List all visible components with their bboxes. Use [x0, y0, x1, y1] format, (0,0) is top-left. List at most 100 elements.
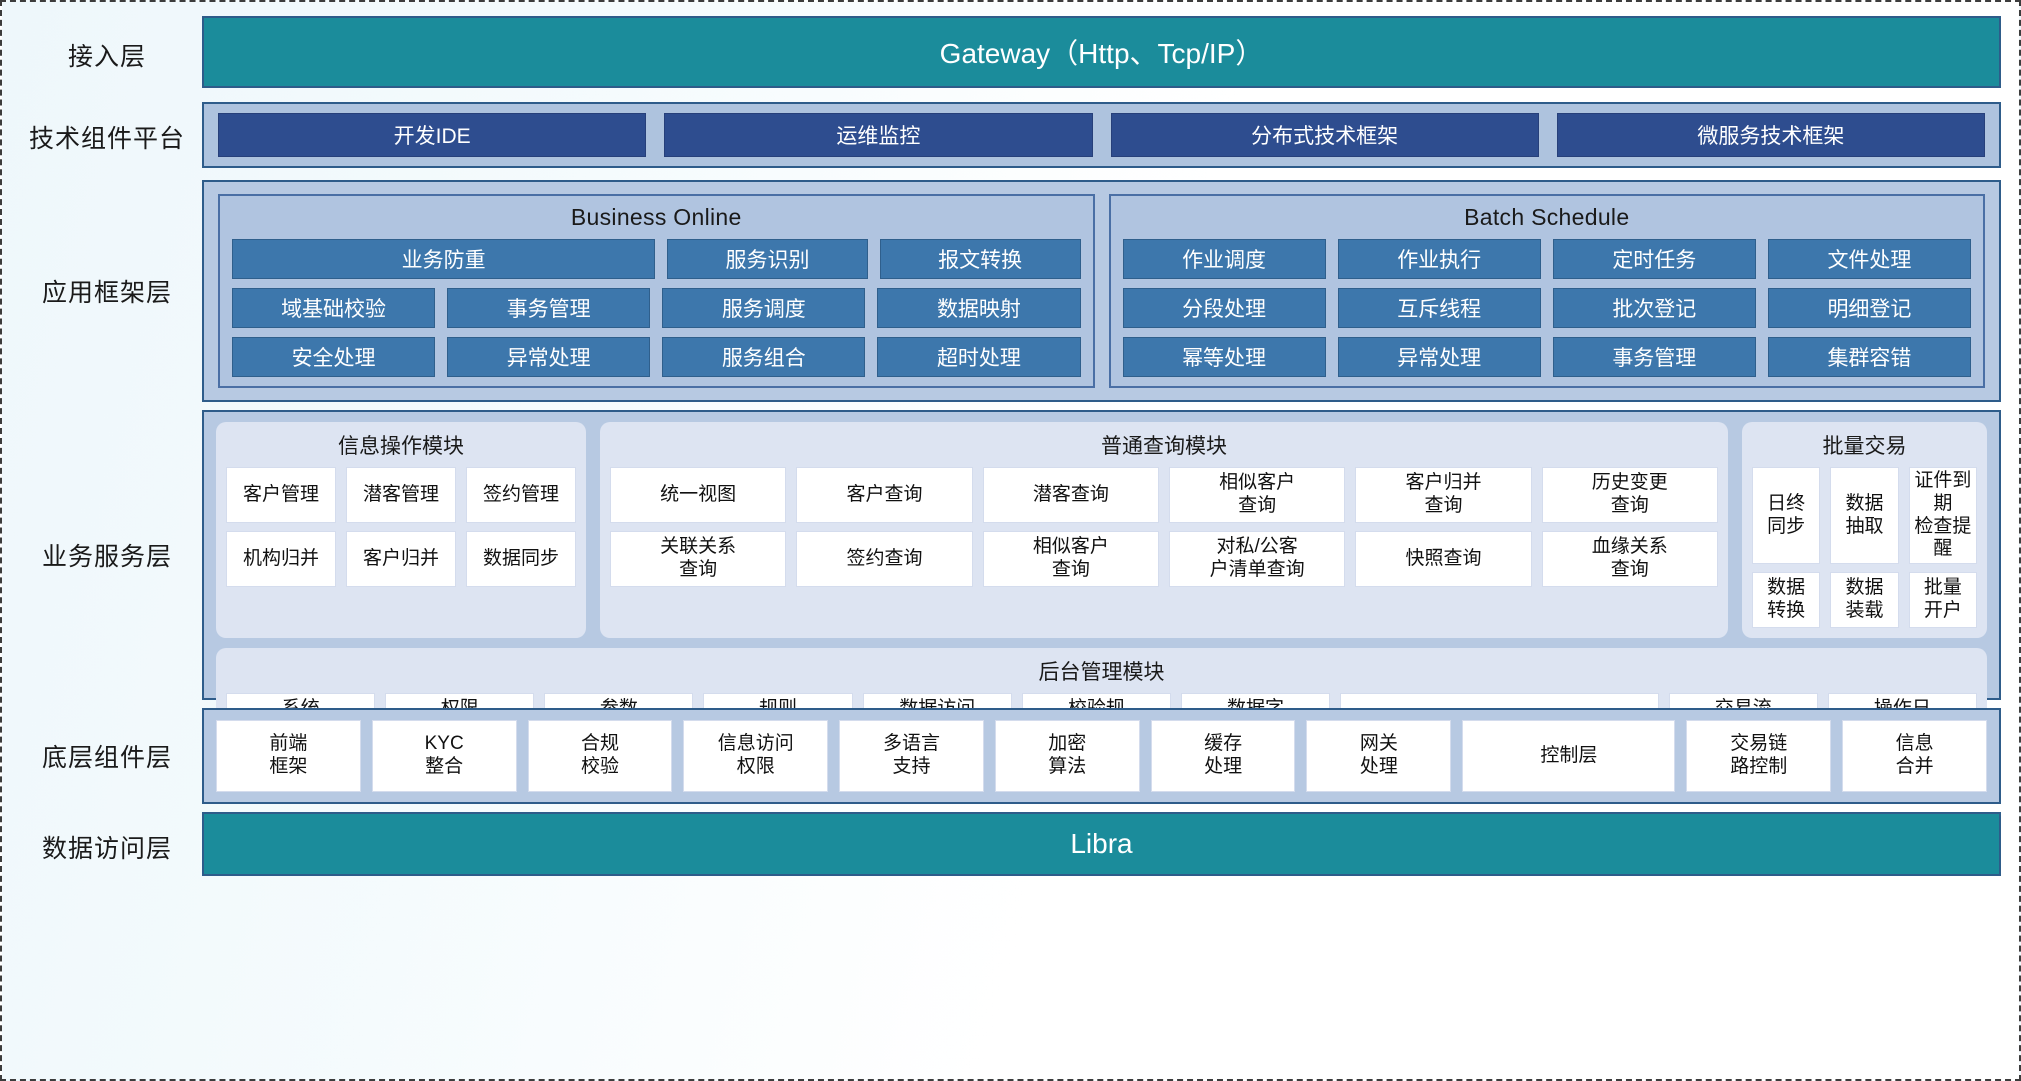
framework-cell-0-1-1[interactable]: 事务管理	[447, 288, 651, 328]
business-group-title-0: 信息操作模块	[338, 435, 464, 458]
business-cell-0-1-2[interactable]: 数据同步	[466, 531, 576, 587]
business-cell-1-1-2[interactable]: 相似客户 查询	[982, 531, 1159, 587]
framework-row-1-1: 分段处理互斥线程批次登记明细登记	[1122, 288, 1971, 328]
business-cell-1-1-1[interactable]: 签约查询	[796, 531, 973, 587]
business-cell-0-0-2[interactable]: 签约管理	[466, 467, 576, 523]
component-cell-6[interactable]: 缓存 处理	[1150, 720, 1296, 792]
business-cell-0-0-0[interactable]: 客户管理	[226, 467, 336, 523]
business-cell-1-0-2[interactable]: 潜客查询	[982, 467, 1159, 523]
framework-cell-1-1-1[interactable]: 互斥线程	[1337, 288, 1541, 328]
framework-cell-1-0-3[interactable]: 文件处理	[1767, 239, 1971, 279]
framework-cell-1-2-1[interactable]: 异常处理	[1337, 337, 1541, 377]
business-cell-1-0-0[interactable]: 统一视图	[610, 467, 787, 523]
business-group-row-0-1: 机构归并客户归并数据同步	[226, 531, 576, 587]
framework-cell-0-0-0[interactable]: 业务防重	[232, 239, 656, 279]
business-group-2: 批量交易日终 同步数据 抽取证件到期 检查提醒数据 转换数据 装载批量 开户	[1742, 422, 1987, 639]
framework-cell-1-0-1[interactable]: 作业执行	[1337, 239, 1541, 279]
component-cell-7[interactable]: 网关 处理	[1306, 720, 1452, 792]
business-group-0: 信息操作模块客户管理潜客管理签约管理机构归并客户归并数据同步	[216, 422, 586, 639]
business-cell-1-0-3[interactable]: 相似客户 查询	[1168, 467, 1346, 523]
business-cell-1-0-5[interactable]: 历史变更 查询	[1541, 467, 1718, 523]
business-cell-0-1-0[interactable]: 机构归并	[226, 531, 336, 587]
backoffice-module-title: 后台管理模块	[1038, 661, 1165, 685]
tech-chip-2[interactable]: 分布式技术框架	[1110, 113, 1539, 157]
framework-cell-0-0-2[interactable]: 报文转换	[879, 239, 1081, 279]
business-service-top-groups: 信息操作模块客户管理潜客管理签约管理机构归并客户归并数据同步普通查询模块统一视图…	[216, 422, 1987, 639]
layer-row-business-service: 业务服务层 信息操作模块客户管理潜客管理签约管理机构归并客户归并数据同步普通查询…	[12, 410, 2001, 760]
component-cell-1[interactable]: KYC 整合	[371, 720, 517, 792]
component-cell-0[interactable]: 前端 框架	[216, 720, 361, 792]
business-cell-2-1-2[interactable]: 批量 开户	[1908, 572, 1977, 629]
framework-cell-1-2-0[interactable]: 幂等处理	[1122, 337, 1326, 377]
framework-cell-0-2-0[interactable]: 安全处理	[232, 337, 436, 377]
business-cell-1-1-3[interactable]: 对私/公客 户清单查询	[1168, 531, 1346, 587]
framework-cell-1-1-2[interactable]: 批次登记	[1552, 288, 1756, 328]
business-group-row-2-0: 日终 同步数据 抽取证件到期 检查提醒	[1752, 467, 1977, 565]
framework-row-0-1: 域基础校验事务管理服务调度数据映射	[232, 288, 1081, 328]
component-cell-2[interactable]: 合规 校验	[527, 720, 673, 792]
framework-cell-0-0-1[interactable]: 服务识别	[667, 239, 868, 279]
layer-row-access: 接入层 Gateway（Http、Tcp/IP）	[12, 16, 2001, 94]
business-cell-2-1-0[interactable]: 数据 转换	[1752, 572, 1821, 629]
business-cell-1-1-5[interactable]: 血缘关系 查询	[1541, 531, 1718, 587]
layer-body-business-service: 信息操作模块客户管理潜客管理签约管理机构归并客户归并数据同步普通查询模块统一视图…	[202, 410, 2001, 760]
framework-cell-1-1-0[interactable]: 分段处理	[1122, 288, 1326, 328]
business-group-row-1-0: 统一视图客户查询潜客查询相似客户 查询客户归并 查询历史变更 查询	[610, 467, 1718, 523]
layer-row-data-access: 数据访问层 Libra	[12, 812, 2001, 882]
gateway-bar[interactable]: Gateway（Http、Tcp/IP）	[202, 16, 2001, 88]
business-cell-1-1-0[interactable]: 关联关系 查询	[610, 531, 787, 587]
component-cell-8[interactable]: 控制层	[1462, 720, 1676, 792]
component-cell-3[interactable]: 信息访问 权限	[683, 720, 829, 792]
tech-platform-panel: 开发IDE 运维监控分布式技术框架微服务技术框架	[202, 102, 2001, 168]
layer-label-component: 底层组件层	[41, 744, 172, 772]
component-cell-5[interactable]: 加密 算法	[994, 720, 1140, 792]
business-group-row-2-1: 数据 转换数据 装载批量 开户	[1752, 572, 1977, 629]
business-cell-2-0-0[interactable]: 日终 同步	[1752, 467, 1821, 565]
component-cell-4[interactable]: 多语言 支持	[839, 720, 984, 792]
libra-bar[interactable]: Libra	[202, 812, 2001, 876]
framework-cell-0-2-3[interactable]: 超时处理	[877, 337, 1081, 377]
framework-cell-1-2-3[interactable]: 集群容错	[1767, 337, 1971, 377]
layer-label-app-framework: 应用框架层	[41, 279, 172, 307]
framework-cell-0-1-3[interactable]: 数据映射	[877, 288, 1081, 328]
business-group-row-0-0: 客户管理潜客管理签约管理	[226, 467, 576, 523]
business-cell-0-0-1[interactable]: 潜客管理	[346, 467, 456, 523]
business-cell-2-0-1[interactable]: 数据 抽取	[1830, 467, 1899, 565]
component-cell-10[interactable]: 信息 合并	[1842, 720, 1987, 792]
layer-row-tech-platform: 技术组件平台 开发IDE 运维监控分布式技术框架微服务技术框架	[12, 102, 2001, 172]
tech-chip-1[interactable]: 运维监控	[664, 113, 1093, 157]
framework-cell-1-0-2[interactable]: 定时任务	[1552, 239, 1756, 279]
business-group-title-1: 普通查询模块	[1101, 435, 1227, 458]
business-cell-0-1-1[interactable]: 客户归并	[346, 531, 456, 587]
business-cell-2-0-2[interactable]: 证件到期 检查提醒	[1908, 467, 1977, 565]
framework-cell-0-2-2[interactable]: 服务组合	[662, 337, 866, 377]
framework-panel-grid-0: 业务防重服务识别报文转换域基础校验事务管理服务调度数据映射安全处理异常处理服务组…	[232, 239, 1081, 377]
framework-cell-0-2-1[interactable]: 异常处理	[447, 337, 651, 377]
framework-cell-1-0-0[interactable]: 作业调度	[1122, 239, 1326, 279]
framework-cell-1-2-2[interactable]: 事务管理	[1552, 337, 1756, 377]
business-cell-1-0-4[interactable]: 客户归并 查询	[1355, 467, 1532, 523]
layer-label-tech-platform: 技术组件平台	[28, 125, 185, 153]
framework-cell-0-1-2[interactable]: 服务调度	[662, 288, 866, 328]
business-group-title-2: 批量交易	[1822, 435, 1907, 458]
framework-row-0-2: 安全处理异常处理服务组合超时处理	[232, 337, 1081, 377]
tech-chip-0[interactable]: 开发IDE	[218, 113, 647, 157]
component-cell-9[interactable]: 交易链 路控制	[1686, 720, 1832, 792]
framework-panel-grid-1: 作业调度作业执行定时任务文件处理分段处理互斥线程批次登记明细登记幂等处理异常处理…	[1122, 239, 1971, 377]
layer-body-tech-platform: 开发IDE 运维监控分布式技术框架微服务技术框架	[202, 102, 2001, 172]
business-group-row-1-1: 关联关系 查询签约查询相似客户 查询对私/公客 户清单查询快照查询血缘关系 查询	[610, 531, 1718, 587]
business-cell-1-0-1[interactable]: 客户查询	[796, 467, 973, 523]
business-cell-1-1-4[interactable]: 快照查询	[1355, 531, 1532, 587]
layer-body-access: Gateway（Http、Tcp/IP）	[202, 16, 2001, 94]
framework-cell-0-1-0[interactable]: 域基础校验	[232, 288, 436, 328]
framework-row-0-0: 业务防重服务识别报文转换	[232, 239, 1081, 279]
business-cell-2-1-1[interactable]: 数据 装载	[1830, 572, 1899, 629]
framework-cell-1-1-3[interactable]: 明细登记	[1767, 288, 1971, 328]
tech-chip-3[interactable]: 微服务技术框架	[1556, 113, 1985, 157]
